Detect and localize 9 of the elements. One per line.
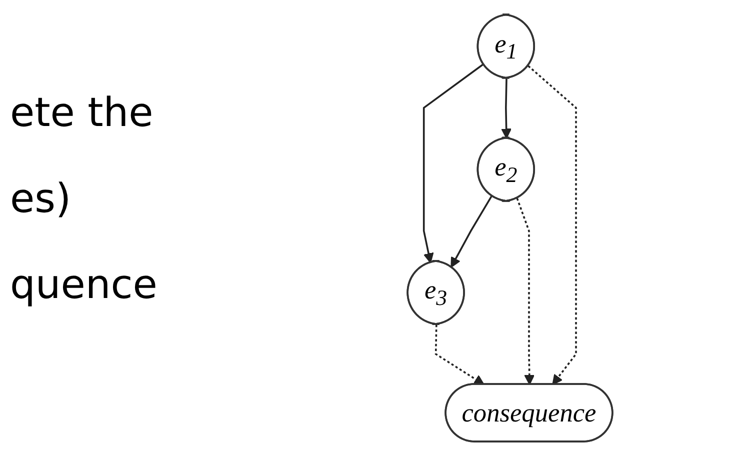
arrow (450, 195, 493, 268)
slide-text: es) (10, 176, 72, 222)
arrow (516, 198, 535, 386)
arrow (434, 324, 484, 386)
arrow (422, 63, 484, 264)
slide-text: quence (10, 262, 158, 308)
arrow (501, 78, 512, 139)
arrow (528, 65, 577, 386)
slide-text: ete the (10, 90, 154, 136)
